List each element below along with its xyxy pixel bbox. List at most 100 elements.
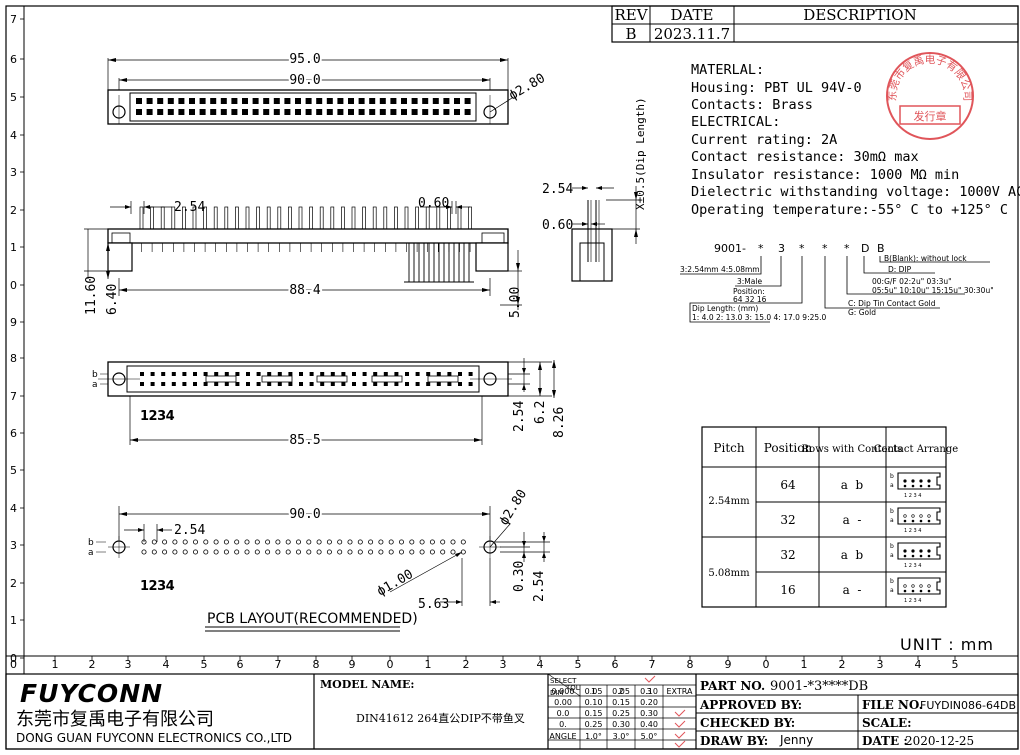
bottom-contact-b: [299, 372, 303, 376]
tol-cell: 0.00: [554, 698, 572, 707]
bottom-ruler-label: 6: [237, 658, 244, 671]
tol-dim-label: DIM: [550, 689, 564, 697]
pcb-hole-a: [172, 549, 178, 555]
title-block: FUYCONN 东莞市复禹电子有限公司 DONG GUAN FUYCONN EL…: [5, 673, 1019, 750]
pcb-hole-b: [234, 539, 240, 545]
pcb-hole-pattern: [141, 539, 466, 555]
bottom-contact-a: [458, 382, 462, 386]
position-header: Position: [764, 441, 813, 455]
bottom-slot: [261, 375, 293, 383]
left-ruler-label: 7: [10, 13, 17, 26]
pcb-hole-a: [429, 549, 435, 555]
file-no-label: FILE NO.: [862, 698, 923, 712]
tol-cell: 3.0°: [613, 732, 630, 741]
model-name-value: DIN41612 264直公DIP不带鱼叉: [356, 711, 525, 725]
pcb-hole-a: [337, 549, 343, 555]
pcb-hole-b: [326, 539, 332, 545]
contact-cell: [199, 98, 206, 104]
bottom-contact-a: [394, 382, 399, 386]
contact-cell: [369, 98, 376, 104]
pcb-hole-a: [295, 549, 301, 555]
bottom-contact-b: [256, 372, 261, 376]
bottom-ruler-label: 3: [877, 658, 884, 671]
pcb-hole-b: [265, 539, 271, 545]
side-pin: [150, 206, 154, 230]
pcb-hole-a: [223, 549, 229, 555]
pcb-hole-a: [440, 549, 446, 555]
tol-cell: 0.05: [585, 687, 603, 696]
side-view-dip-tails: [141, 243, 474, 283]
arrange-dot: [903, 549, 907, 553]
top-view-contact-grid: [136, 98, 471, 115]
contact-cell: [178, 109, 185, 115]
code-note: 05:5u" 10:10u" 15:15u" 30:30u": [872, 286, 994, 295]
company-logo: FUYCONN: [20, 679, 163, 708]
dim-pcb-254: 2.54: [174, 523, 205, 538]
dim-pcb-563: 5.63: [418, 597, 449, 612]
bottom-contact-b: [352, 372, 356, 376]
svg-text:东莞市复禹电子有限公司: 东莞市复禹电子有限公司: [886, 53, 973, 102]
arrange-dot: [919, 514, 923, 518]
arrange-row-a: a: [890, 552, 894, 559]
arrange-dot: [911, 519, 915, 523]
spec-line: MATERLAL:: [691, 62, 764, 78]
contact-cell: [401, 98, 407, 104]
contact-cell: [348, 109, 354, 115]
pin-numbers: 1234: [140, 409, 175, 424]
pcb-hole-b: [203, 539, 209, 545]
tol-cell: 5.0°: [641, 732, 658, 741]
code-note: 3:2.54mm 4:5.08mm: [680, 265, 760, 274]
pcb-hole-b: [347, 539, 353, 545]
code-note: Position:: [733, 287, 765, 296]
code-note: B(Blank): without lock: [884, 254, 967, 263]
spec-line: Insulator resistance: 1000 MΩ min: [691, 167, 959, 183]
pcb-hole-b: [151, 539, 157, 545]
side-pin: [160, 206, 165, 230]
bottom-ruler-label: 9: [349, 658, 356, 671]
tol-cell: 0.25: [585, 720, 603, 729]
bottom-contact-a: [224, 382, 229, 386]
bottom-contact-a: [288, 382, 293, 386]
bottom-ruler-label: 4: [163, 658, 170, 671]
side-pin: [309, 206, 313, 230]
pcb-hole-b: [192, 539, 198, 545]
contact-cell: [231, 98, 238, 104]
pcb-row-a: a: [88, 548, 94, 558]
dim-pcb-100: ϕ1.00: [375, 567, 416, 600]
arrange-dot: [903, 589, 907, 593]
bottom-ruler-label: 7: [275, 658, 282, 671]
contact-cell: [464, 98, 471, 104]
bottom-view-contact-rows: [140, 372, 473, 386]
bottom-contact-b: [320, 372, 325, 376]
spec-line: Current rating: 2A: [691, 132, 837, 148]
contact-cell: [231, 109, 238, 115]
code-note: D: DIP: [888, 265, 912, 274]
dim-side-1160: 11.60: [84, 276, 99, 315]
pitch-value: 2.54mm: [708, 496, 750, 507]
revision-table: REV DATE DESCRIPTION B 2023.11.7: [611, 5, 1019, 43]
bottom-contact-a: [320, 382, 325, 386]
tol-check-mark: [674, 720, 686, 728]
contact-cell: [337, 98, 344, 104]
arrange-dot: [911, 589, 915, 593]
code-prefix: 9001-: [714, 242, 746, 255]
side-pin: [319, 206, 324, 230]
tol-check-mark: [674, 731, 686, 739]
pcb-hole-a: [409, 549, 415, 555]
checked-by-label: CHECKED BY:: [700, 716, 795, 730]
code-segment: D: [861, 242, 869, 255]
arrange-dot: [911, 484, 915, 488]
dim-pcb-280: ϕ2.80: [497, 487, 530, 528]
arrange-dot: [927, 514, 931, 518]
bottom-contact-a: [277, 382, 282, 386]
contact-cell: [210, 98, 217, 104]
dim-pcb-254b: 2.54: [532, 571, 547, 602]
approved-by-label: APPROVED BY:: [699, 698, 802, 712]
arrange-dot: [903, 484, 907, 488]
pcb-hole-b: [388, 539, 394, 545]
left-ruler-label: 1: [10, 614, 17, 627]
part-no-label: PART NO.: [700, 679, 765, 693]
bottom-contact-b: [426, 372, 431, 376]
contact-cell: [348, 98, 354, 104]
